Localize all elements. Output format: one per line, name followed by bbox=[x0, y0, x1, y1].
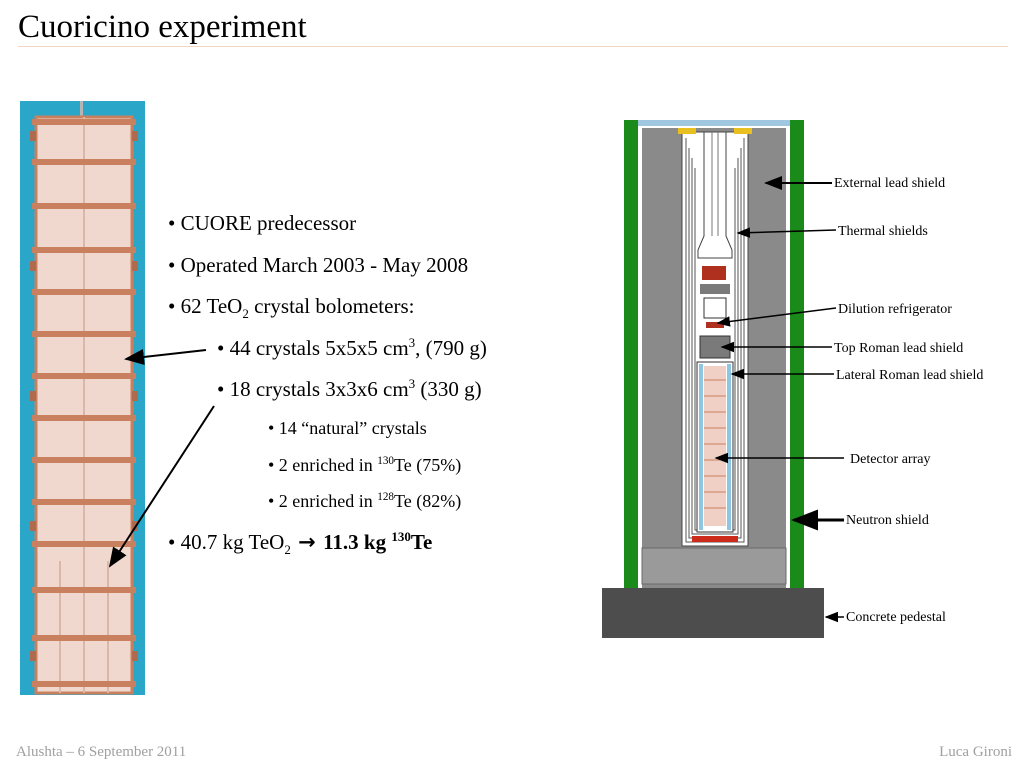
label-detector-array: Detector array bbox=[850, 452, 930, 467]
label-thermal-shields: Thermal shields bbox=[838, 224, 928, 239]
bullet-list: • CUORE predecessor • Operated March 200… bbox=[0, 0, 560, 600]
cryostat-diagram: External lead shield Thermal shields Dil… bbox=[602, 120, 983, 638]
detector-array-shape bbox=[704, 366, 726, 526]
label-top-roman-lead-shield: Top Roman lead shield bbox=[834, 341, 963, 356]
bullet-natural-crystals: • 14 “natural” crystals bbox=[268, 418, 427, 438]
label-lateral-roman-lead-shield: Lateral Roman lead shield bbox=[836, 368, 983, 383]
label-concrete-pedestal: Concrete pedestal bbox=[846, 610, 946, 625]
crystal-tower-photo bbox=[20, 101, 145, 695]
bullet-crystal-count: • 62 TeO2 crystal bolometers: bbox=[168, 294, 415, 322]
label-neutron-shield: Neutron shield bbox=[846, 513, 929, 528]
title-divider bbox=[18, 46, 1008, 47]
bullet-44-crystals: • 44 crystals 5x5x5 cm3, (790 g) bbox=[217, 335, 487, 360]
bullet-total-mass: • 40.7 kg TeO2 → 11.3 kg 130Te bbox=[168, 529, 433, 558]
bullet-18-crystals: • 18 crystals 3x3x6 cm3 (330 g) bbox=[217, 376, 482, 401]
footer-author: Luca Gironi bbox=[939, 744, 1012, 760]
slide-title: Cuoricino experiment bbox=[18, 9, 307, 45]
arrow-right-icon: → bbox=[290, 530, 324, 554]
label-dilution-refrigerator: Dilution refrigerator bbox=[838, 302, 952, 317]
bullet-enriched-128: • 2 enriched in 128Te (82%) bbox=[268, 491, 462, 511]
bullet-cuore-predecessor: • CUORE predecessor bbox=[168, 211, 357, 235]
label-external-lead-shield: External lead shield bbox=[834, 176, 945, 191]
bullet-enriched-130: • 2 enriched in 130Te (75%) bbox=[268, 455, 462, 475]
footer-venue-date: Alushta – 6 September 2011 bbox=[16, 744, 187, 760]
bullet-operated-dates: • Operated March 2003 - May 2008 bbox=[168, 253, 469, 277]
concrete-pedestal-shape bbox=[602, 588, 824, 638]
